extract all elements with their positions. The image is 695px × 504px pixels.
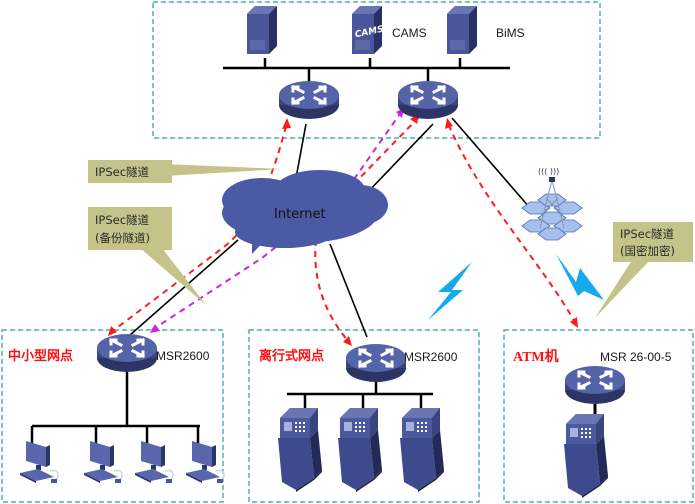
- callout-ipsec-sm-crypto-tunnel: IPSec隧道 (国密加密): [595, 222, 693, 318]
- internet-label: Internet: [274, 207, 326, 222]
- lan-bus: [30, 372, 200, 445]
- branch-router-icon: [344, 342, 408, 384]
- router-label: MSR2600: [156, 349, 210, 363]
- atm-icon: [278, 408, 322, 492]
- branch-router-icon: [95, 332, 159, 374]
- tunnel-hq2-cloud: [349, 116, 420, 189]
- arrow-atm-router: [570, 317, 578, 328]
- pc-icon: [134, 440, 174, 484]
- callout-text: IPSec隧道: [620, 227, 675, 241]
- physical-links: [129, 117, 531, 338]
- site-title-small-medium-branch: 中小型网点: [8, 348, 73, 364]
- site-title-atm: ATM机: [513, 348, 559, 365]
- tunnel-atm-site: [446, 120, 577, 325]
- atm-site-box: [503, 329, 694, 503]
- arrow-hq1: [282, 118, 291, 129]
- atm-icon: [338, 408, 382, 492]
- callout-text: IPSec隧道: [95, 213, 150, 227]
- tunnel-arrowheads: [108, 114, 578, 346]
- bims-label: BiMS: [496, 26, 525, 40]
- server-icon: [247, 6, 277, 54]
- router-label: MSR2600: [404, 350, 458, 364]
- router-label: MSR 26-00-5: [600, 350, 672, 364]
- pc-icon: [83, 440, 123, 484]
- atm-icon: [400, 408, 444, 492]
- callout-text: IPSec隧道: [95, 165, 150, 179]
- atm-icon: [564, 414, 608, 498]
- hq-router-1-icon: [277, 79, 341, 121]
- wireless-bolt-icon: [428, 262, 472, 320]
- arrow-small-branch: [108, 326, 117, 336]
- hq-router-2-icon: [396, 79, 460, 121]
- cams-server-icon: CAMS: [352, 6, 385, 54]
- cams-label: CAMS: [392, 26, 427, 40]
- internet-cloud: [222, 170, 388, 254]
- ipsec-backup-tunnel: [151, 110, 403, 331]
- callout-text: (备份隧道): [95, 231, 150, 245]
- arrow-offline-branch: [343, 336, 352, 346]
- wireless-bolt-icon: [556, 254, 604, 300]
- arrow-hq2-atm: [445, 118, 453, 129]
- callout-text: (国密加密): [620, 244, 675, 258]
- lan-bus: [287, 382, 433, 412]
- pc-icon: [19, 440, 59, 484]
- cell-tower-icon: ((( ))): [521, 167, 583, 241]
- site-title-offline-branch: 离行式网点: [259, 348, 324, 364]
- callout-ipsec-tunnel: IPSec隧道: [88, 160, 282, 183]
- ipsec-tunnels: [109, 116, 577, 344]
- small-medium-branch-box: [1, 329, 224, 503]
- tunnel-offline-branch: [314, 239, 351, 344]
- headquarters-box: [152, 1, 601, 139]
- svg-text:((( ))): ((( ))): [538, 167, 559, 176]
- hq-bus: [223, 58, 510, 82]
- tunnel-small-branch-hq1: [109, 121, 288, 334]
- bims-server-icon: [447, 6, 477, 54]
- atm-router-icon: [563, 364, 627, 406]
- pc-icon: [185, 440, 225, 484]
- callout-ipsec-backup-tunnel: IPSec隧道 (备份隧道): [88, 207, 206, 305]
